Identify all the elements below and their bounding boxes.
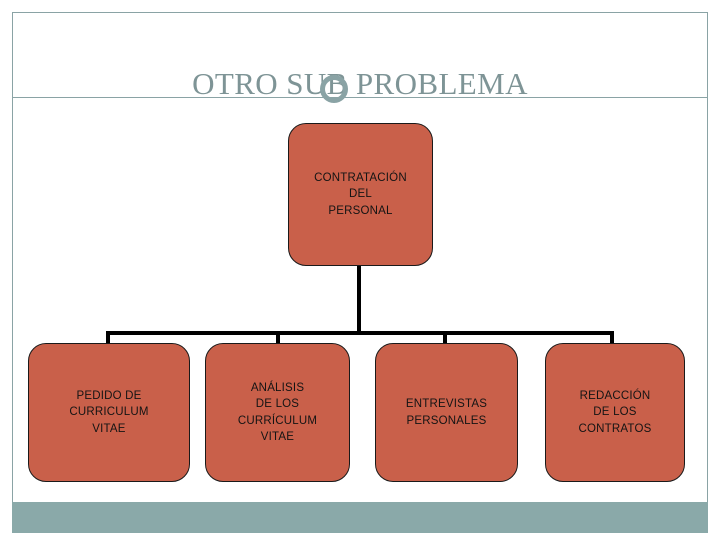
org-node-child-0[interactable]: PEDIDO DE CURRICULUM VITAE bbox=[28, 343, 190, 482]
connector-drop-child-2 bbox=[443, 331, 447, 345]
connector-drop-child-3 bbox=[610, 331, 614, 345]
ring-bullet-icon bbox=[320, 75, 348, 103]
slide-frame-right-border bbox=[707, 12, 708, 533]
org-node-child-0-label: PEDIDO DE CURRICULUM VITAE bbox=[69, 390, 149, 435]
connector-horizontal-bar bbox=[108, 331, 614, 335]
org-node-child-3-label: REDACCIÓN DE LOS CONTRATOS bbox=[578, 390, 652, 435]
title-divider-rule bbox=[12, 97, 708, 98]
connector-drop-child-0 bbox=[106, 331, 110, 345]
org-node-child-2-label: ENTREVISTAS PERSONALES bbox=[405, 398, 488, 427]
org-node-child-3[interactable]: REDACCIÓN DE LOS CONTRATOS bbox=[545, 343, 685, 482]
org-node-child-1[interactable]: ANÁLISIS DE LOS CURRÍCULUM VITAE bbox=[205, 343, 350, 482]
slide-frame-left-border bbox=[12, 12, 13, 533]
connector-drop-child-1 bbox=[276, 331, 280, 345]
org-node-root[interactable]: CONTRATACIÓN DEL PERSONAL bbox=[288, 123, 433, 266]
page-title: OTRO SUB PROBLEMA bbox=[192, 66, 528, 101]
footer-accent-bar bbox=[12, 502, 708, 533]
connector-root-stem bbox=[357, 262, 361, 334]
org-node-root-label: CONTRATACIÓN DEL PERSONAL bbox=[314, 172, 407, 217]
org-node-child-1-label: ANÁLISIS DE LOS CURRÍCULUM VITAE bbox=[237, 381, 318, 443]
org-node-child-2[interactable]: ENTREVISTAS PERSONALES bbox=[375, 343, 518, 482]
slide-frame-top-border bbox=[12, 12, 708, 13]
